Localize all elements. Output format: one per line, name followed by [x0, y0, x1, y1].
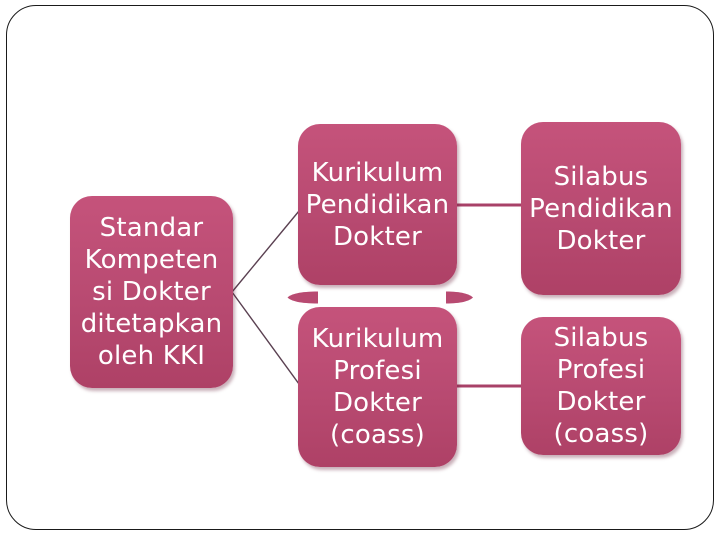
node-kurikulum-profesi-dokter: Kurikulum Profesi Dokter (coass): [298, 307, 457, 467]
node-silabus-pendidikan-dokter: Silabus Pendidikan Dokter: [521, 122, 681, 295]
node-label: Kurikulum Profesi Dokter (coass): [311, 324, 444, 450]
node-label: Standar Kompeten si Dokter ditetapkan ol…: [80, 213, 223, 371]
node-silabus-profesi-dokter: Silabus Profesi Dokter (coass): [521, 317, 681, 455]
edge-root-to-kurikulum-pendidikan: [231, 210, 300, 293]
node-label: Silabus Pendidikan Dokter: [529, 161, 673, 256]
middle-gap-tab-right: [446, 291, 473, 304]
node-label: Kurikulum Pendidikan Dokter: [305, 157, 450, 252]
edge-root-to-kurikulum-profesi: [231, 291, 300, 385]
middle-gap-tab-left: [287, 291, 318, 304]
node-standar-kompetensi-dokter: Standar Kompeten si Dokter ditetapkan ol…: [70, 196, 233, 388]
node-label: Silabus Profesi Dokter (coass): [553, 323, 649, 449]
node-kurikulum-pendidikan-dokter: Kurikulum Pendidikan Dokter: [298, 124, 457, 285]
